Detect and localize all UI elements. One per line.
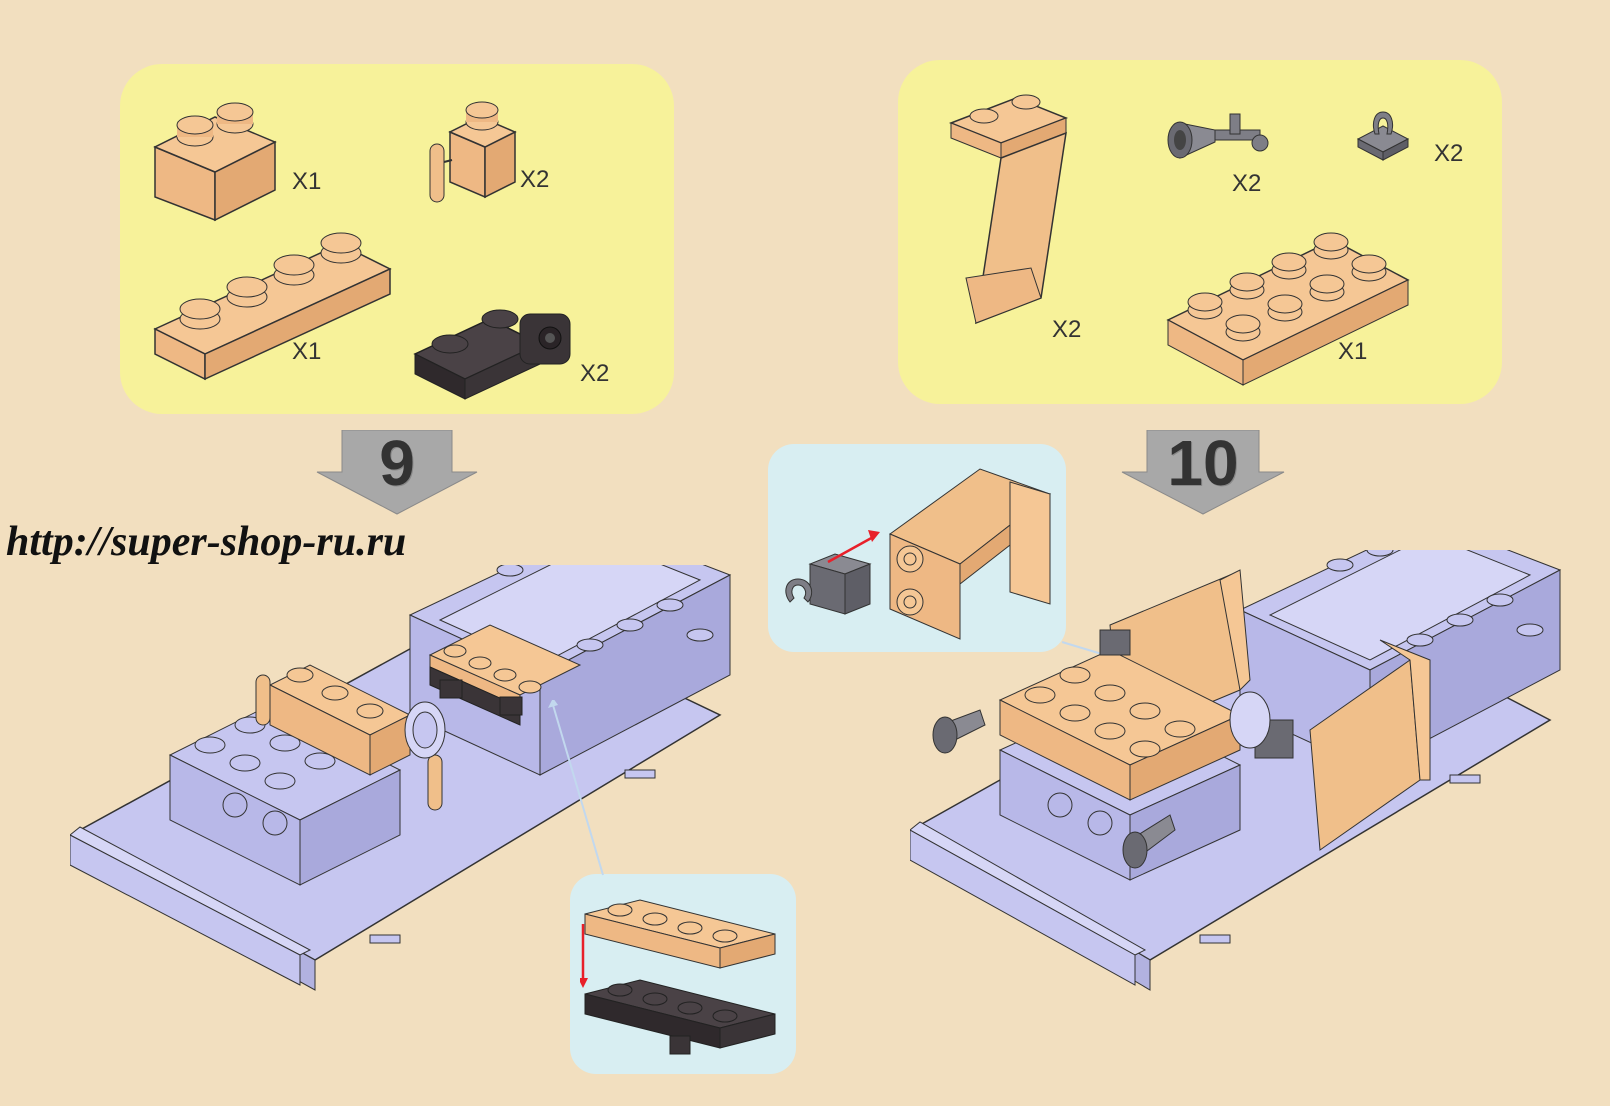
step9-number: 9 — [379, 427, 415, 499]
callout-pointer-line — [548, 700, 604, 876]
part-qty: X2 — [1232, 170, 1262, 197]
grey-horn-icon — [1167, 113, 1269, 159]
part-qty: X2 — [580, 360, 610, 387]
part-qty: X1 — [1338, 338, 1368, 365]
grey-clip-plate-icon — [1356, 111, 1410, 161]
callout-detail-illustration — [580, 899, 776, 1055]
dark-plate-clip-icon — [413, 309, 571, 400]
step9-arrow-icon — [316, 430, 478, 515]
step10-parts-panel: X2 X2 X2 X1 — [898, 60, 1502, 404]
callout-detail-illustration — [785, 468, 1052, 640]
watermark-url: http://super-shop-ru.ru — [6, 519, 407, 565]
step9-parts-panel: X1 X2 X1 X2 — [120, 64, 674, 414]
part-qty: X1 — [292, 338, 322, 365]
part-qty: X2 — [1434, 140, 1464, 167]
tan-brick-handle-icon — [429, 101, 517, 203]
tan-panel-icon — [948, 94, 1069, 325]
step10-assembly-illustration — [910, 550, 1562, 991]
step10-callout — [768, 444, 1066, 652]
part-qty: X2 — [520, 166, 550, 193]
step10-number: 10 — [1167, 427, 1239, 499]
tan-brick-1x2-icon — [153, 102, 277, 222]
step10-arrow-icon — [1121, 430, 1285, 515]
part-qty: X2 — [1052, 316, 1082, 343]
step9-assembly-illustration — [70, 565, 732, 991]
step9-callout — [570, 874, 796, 1074]
tan-plate-2x4-icon — [1166, 232, 1410, 386]
part-qty: X1 — [292, 168, 322, 195]
tan-plate-1x4-icon — [153, 232, 392, 381]
